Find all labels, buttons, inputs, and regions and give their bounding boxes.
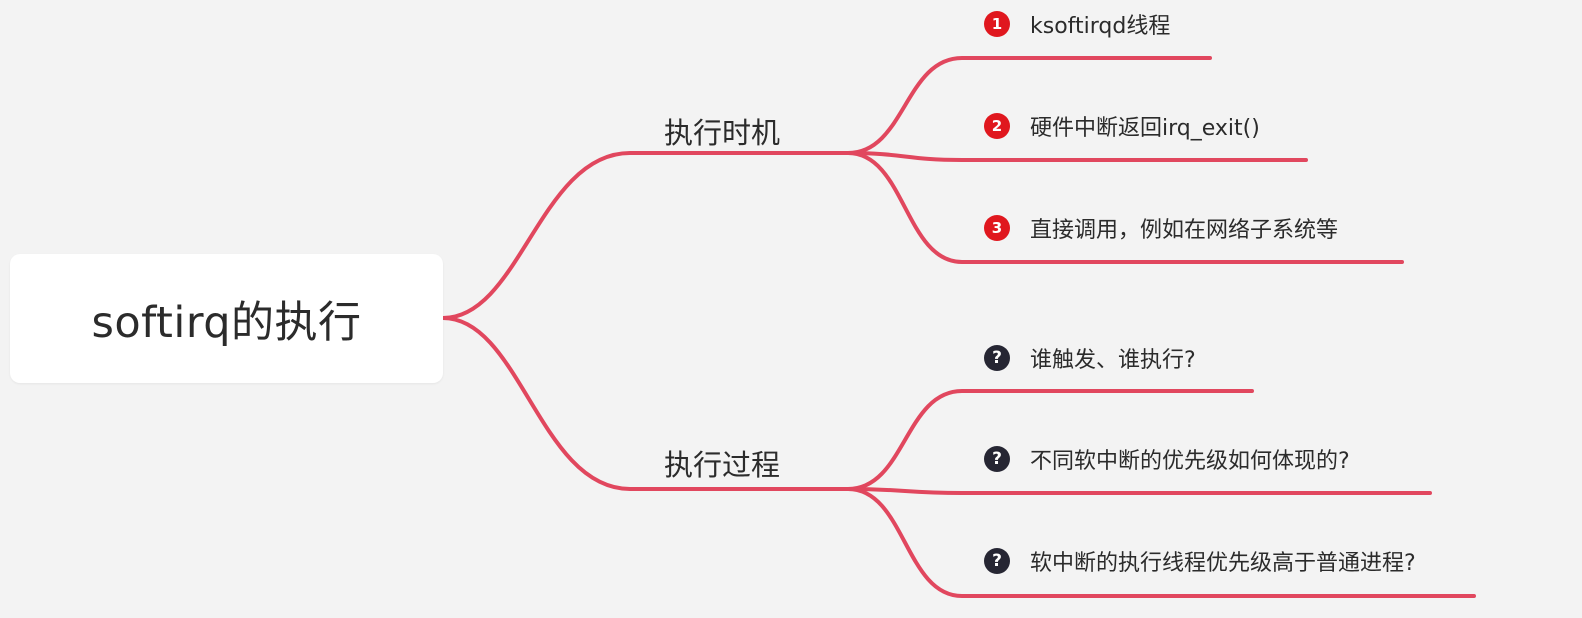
question-circle-icon: ? [984, 345, 1010, 371]
connector-branch-1-leaf-1 [846, 56, 1212, 155]
question-circle-icon: ? [984, 548, 1010, 574]
branch-node-execution-process[interactable]: 执行过程 [664, 448, 781, 482]
leaf-node-irq-exit[interactable]: 2 硬件中断返回irq_exit() [984, 110, 1260, 142]
leaf-node-ksoftirqd[interactable]: 1 ksoftirqd线程 [984, 8, 1170, 40]
connector-branch-2-leaf-3 [846, 487, 1476, 598]
leaf-label: 不同软中断的优先级如何体现的? [1030, 449, 1350, 474]
leaf-label: 硬件中断返回irq_exit() [1030, 116, 1260, 141]
connector-branch-2-leaf-1 [846, 389, 1254, 491]
connector-branch-1-leaf-2 [846, 151, 1308, 162]
numbered-circle-icon: 2 [984, 113, 1010, 139]
leaf-node-who-triggers[interactable]: ? 谁触发、谁执行? [984, 342, 1196, 374]
leaf-label: ksoftirqd线程 [1030, 14, 1171, 39]
connector-branch-2-leaf-2 [846, 487, 1432, 495]
leaf-node-thread-priority[interactable]: ? 软中断的执行线程优先级高于普通进程? [984, 545, 1416, 577]
connector-root-branch-1 [441, 151, 850, 320]
numbered-circle-icon: 3 [984, 215, 1010, 241]
leaf-node-priority[interactable]: ? 不同软中断的优先级如何体现的? [984, 443, 1350, 475]
connector-branch-1-leaf-3 [846, 151, 1404, 264]
leaf-label: 软中断的执行线程优先级高于普通进程? [1030, 551, 1416, 576]
branch-node-execution-timing[interactable]: 执行时机 [664, 116, 781, 150]
leaf-label: 直接调用，例如在网络子系统等 [1030, 218, 1339, 243]
question-circle-icon: ? [984, 446, 1010, 472]
root-node[interactable]: softirq的执行 [10, 254, 443, 383]
connector-root-branch-2 [441, 316, 850, 491]
leaf-node-direct-call[interactable]: 3 直接调用，例如在网络子系统等 [984, 212, 1338, 244]
root-node-label: softirq的执行 [91, 297, 362, 348]
leaf-label: 谁触发、谁执行? [1030, 348, 1196, 373]
numbered-circle-icon: 1 [984, 11, 1010, 37]
